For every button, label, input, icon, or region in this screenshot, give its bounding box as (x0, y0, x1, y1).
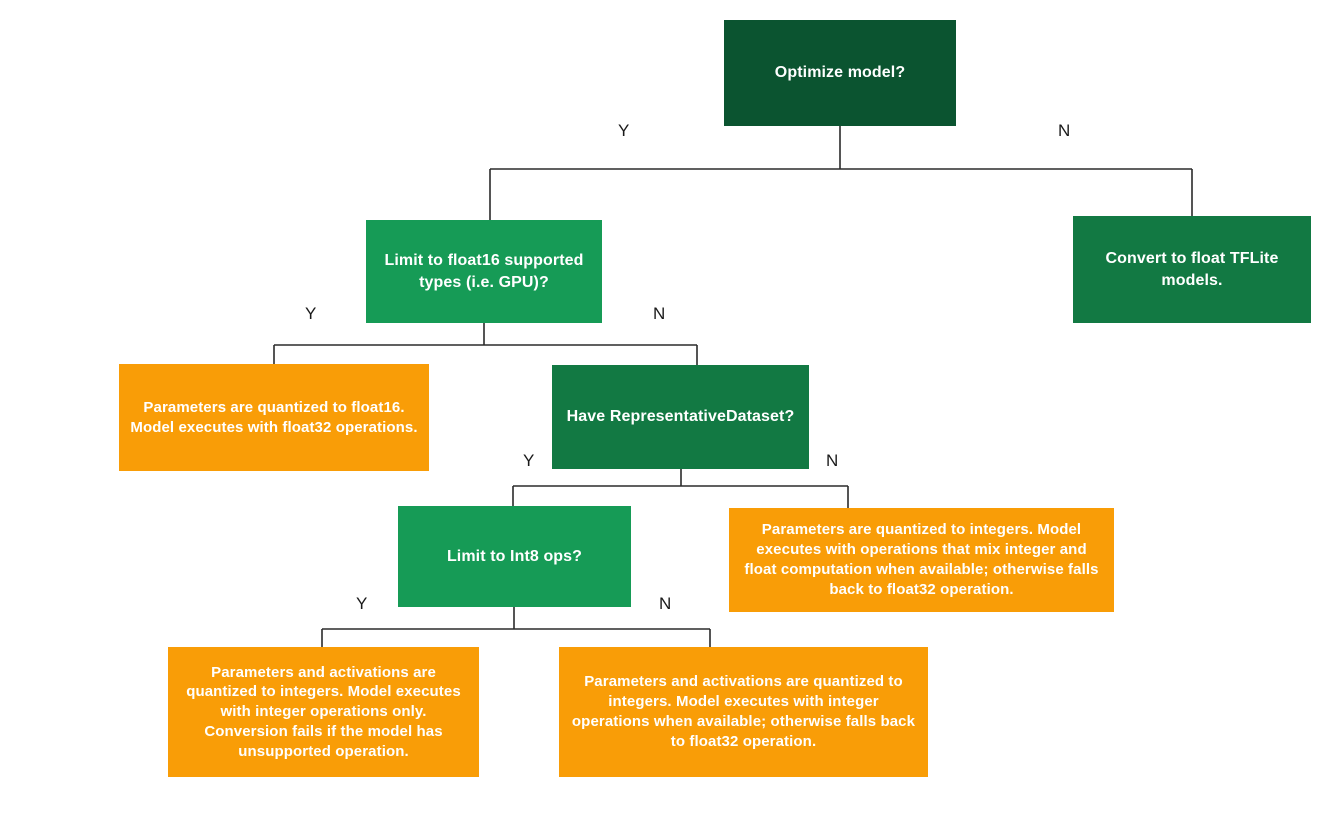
connector-float16-to-children (273, 323, 698, 365)
connector-repdataset-to-children (512, 469, 849, 508)
node-optimize-model[interactable]: Optimize model? (724, 20, 956, 126)
node-limit-int8-ops[interactable]: Limit to Int8 ops? (398, 506, 631, 607)
edge-label-int8-no: N (659, 594, 672, 613)
node-params-integers-mixed[interactable]: Parameters are quantized to integers. Mo… (729, 508, 1114, 612)
node-label-convert-float-tflite: Convert to float TFLite models. (1105, 250, 1279, 289)
node-label-optimize-model: Optimize model? (774, 64, 906, 82)
node-params-activations-int-fallback[interactable]: Parameters and activations are quantized… (559, 647, 928, 777)
node-params-float16[interactable]: Parameters are quantized to float16. Mod… (119, 364, 429, 471)
connector-int8-to-children (321, 607, 711, 647)
node-label-params-float16: Parameters are quantized to float16. Mod… (130, 398, 418, 436)
node-label-params-activations-int-only: Parameters and activations are quantized… (186, 663, 461, 760)
edge-label-rep-yes: Y (523, 451, 535, 470)
node-have-representative-dataset[interactable]: Have RepresentativeDataset? (552, 365, 809, 469)
node-label-limit-float16: Limit to float16 supported types (i.e. G… (384, 252, 584, 291)
node-label-params-integers-mixed: Parameters are quantized to integers. Mo… (744, 521, 1099, 598)
edge-label-opt-yes: Y (618, 121, 630, 140)
edge-label-rep-no: N (826, 451, 839, 470)
node-params-activations-int-only[interactable]: Parameters and activations are quantized… (168, 647, 479, 777)
edge-label-f16-yes: Y (305, 304, 317, 323)
node-label-limit-int8-ops: Limit to Int8 ops? (446, 547, 583, 565)
node-convert-float-tflite[interactable]: Convert to float TFLite models. (1073, 216, 1311, 323)
node-label-params-activations-int-fallback: Parameters and activations are quantized… (571, 673, 916, 750)
edge-label-opt-no: N (1058, 121, 1071, 140)
node-limit-float16[interactable]: Limit to float16 supported types (i.e. G… (366, 220, 602, 323)
edge-label-f16-no: N (653, 304, 666, 323)
edge-label-int8-yes: Y (356, 594, 368, 613)
connector-optimize-to-children (489, 126, 1193, 220)
node-label-have-representative-dataset: Have RepresentativeDataset? (566, 408, 795, 426)
